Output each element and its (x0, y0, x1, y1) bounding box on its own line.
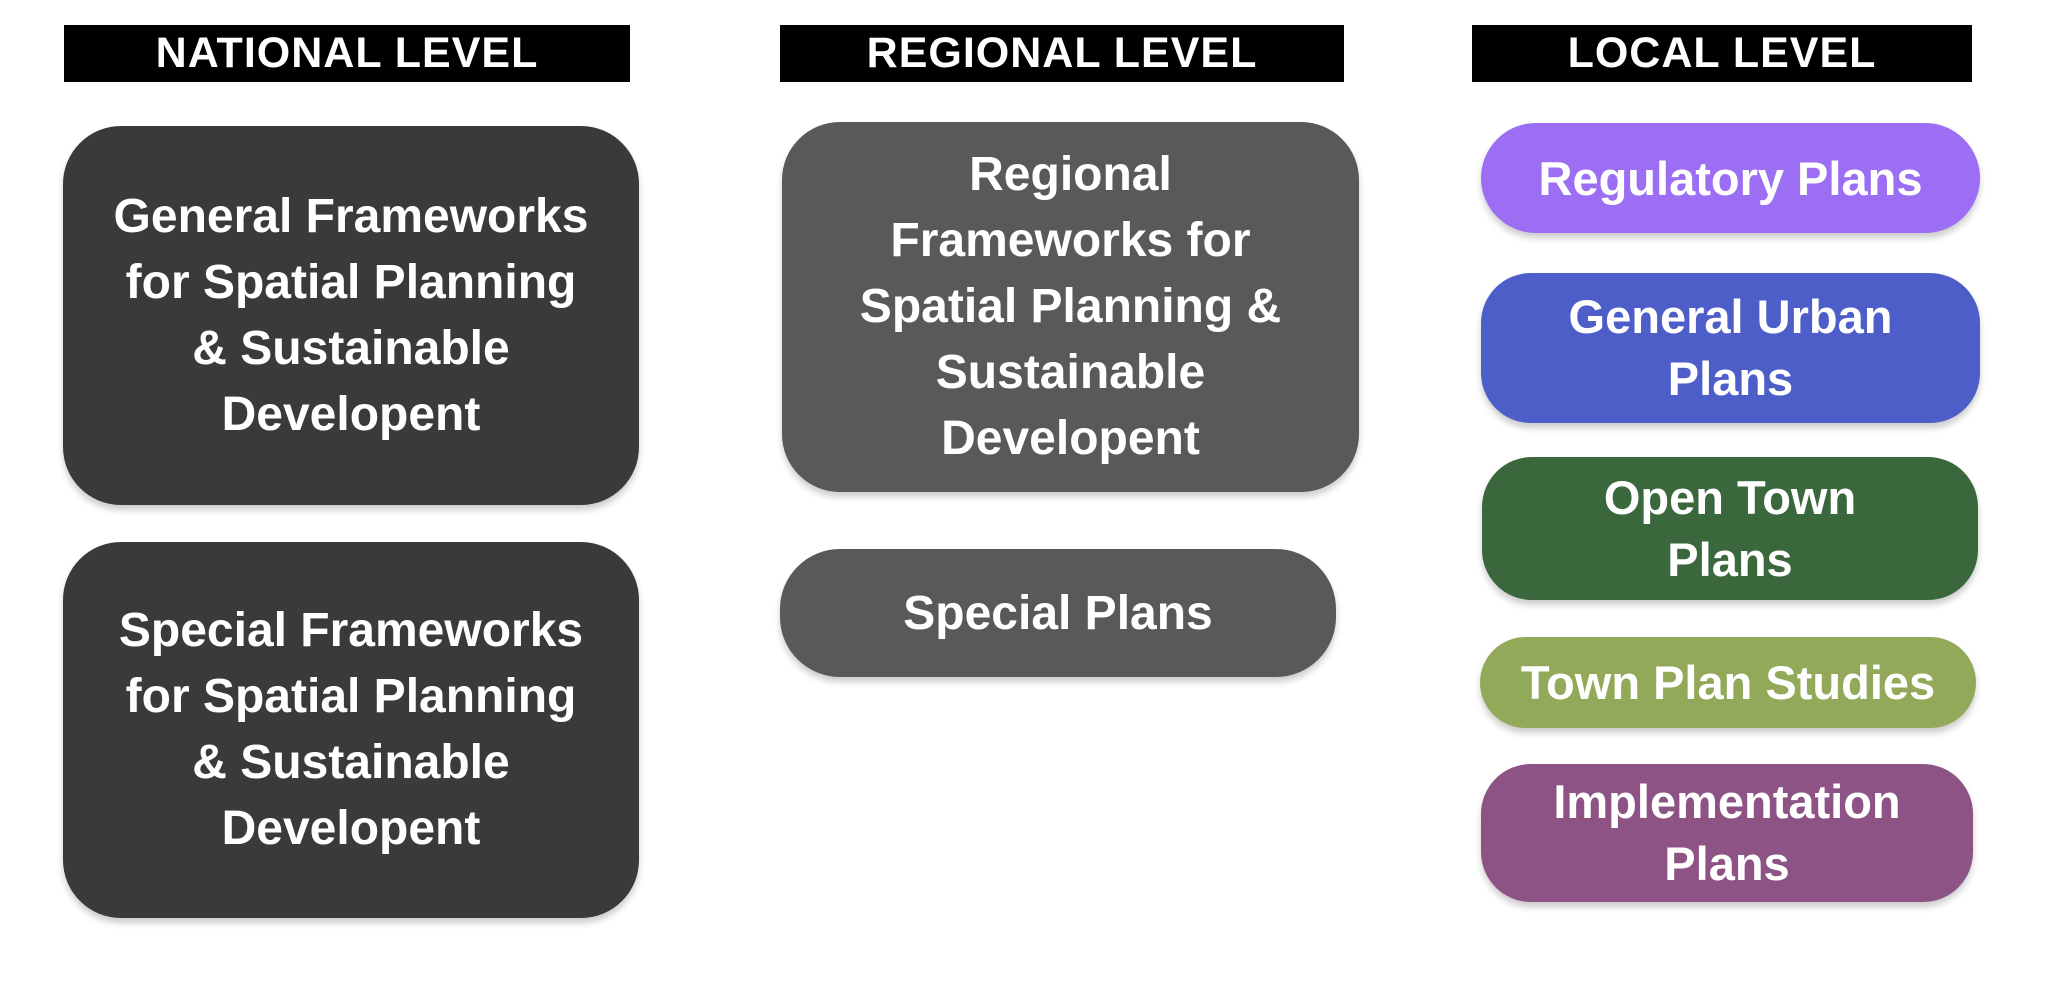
town-plan-studies-box: Town Plan Studies (1480, 637, 1976, 728)
implementation-plans-box: Implementation Plans (1481, 764, 1973, 902)
special-frameworks-box: Special Frameworks for Spatial Planning … (63, 542, 639, 918)
open-town-plans-box: Open Town Plans (1482, 457, 1978, 600)
national-level-header: NATIONAL LEVEL (64, 25, 630, 82)
regional-frameworks-box: Regional Frameworks for Spatial Planning… (782, 122, 1359, 492)
general-frameworks-box: General Frameworks for Spatial Planning … (63, 126, 639, 505)
regulatory-plans-box: Regulatory Plans (1481, 123, 1980, 233)
local-level-header: LOCAL LEVEL (1472, 25, 1972, 82)
general-urban-plans-box: General Urban Plans (1481, 273, 1980, 423)
special-plans-box: Special Plans (780, 549, 1336, 677)
regional-level-header: REGIONAL LEVEL (780, 25, 1344, 82)
